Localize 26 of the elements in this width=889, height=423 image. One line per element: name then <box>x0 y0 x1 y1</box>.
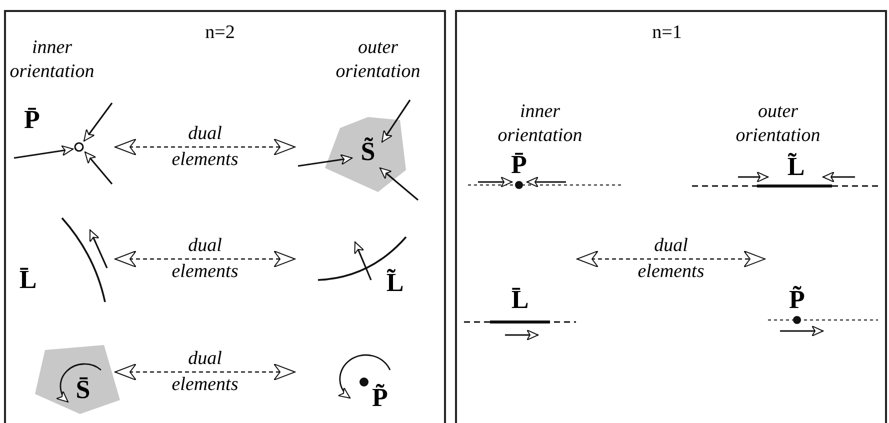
orientation-heading: outer orientation <box>734 100 822 148</box>
symbol-label: P̄ <box>511 152 527 178</box>
panel-frame <box>4 10 446 423</box>
symbol-label: P̄ <box>24 107 40 133</box>
double-arrow <box>114 364 296 380</box>
symbol-label: L̃ <box>386 270 404 296</box>
orientation-heading: inner orientation <box>496 100 584 148</box>
panel-title: n=2 <box>205 22 235 44</box>
double-arrow <box>576 250 766 268</box>
symbol-label: S̃ <box>360 139 376 165</box>
symbol-label: P̃ <box>372 385 388 411</box>
panel-title: n=1 <box>652 22 682 44</box>
panel-frame <box>455 10 887 423</box>
edge-label: dual elements <box>170 347 240 397</box>
symbol-label: L̄ <box>19 267 37 293</box>
symbol-label: L̃ <box>787 154 805 180</box>
symbol-label: S̄ <box>76 377 90 403</box>
orientation-heading: outer orientation <box>334 36 422 84</box>
edge-label: dual elements <box>170 122 240 172</box>
symbol-label: P̃ <box>789 287 805 313</box>
double-arrow <box>114 138 296 156</box>
edge-label: dual elements <box>170 234 240 284</box>
orientation-heading: inner orientation <box>8 36 96 84</box>
symbol-label: L̄ <box>511 287 529 313</box>
double-arrow <box>114 250 296 268</box>
edge-label: dual elements <box>636 234 706 284</box>
